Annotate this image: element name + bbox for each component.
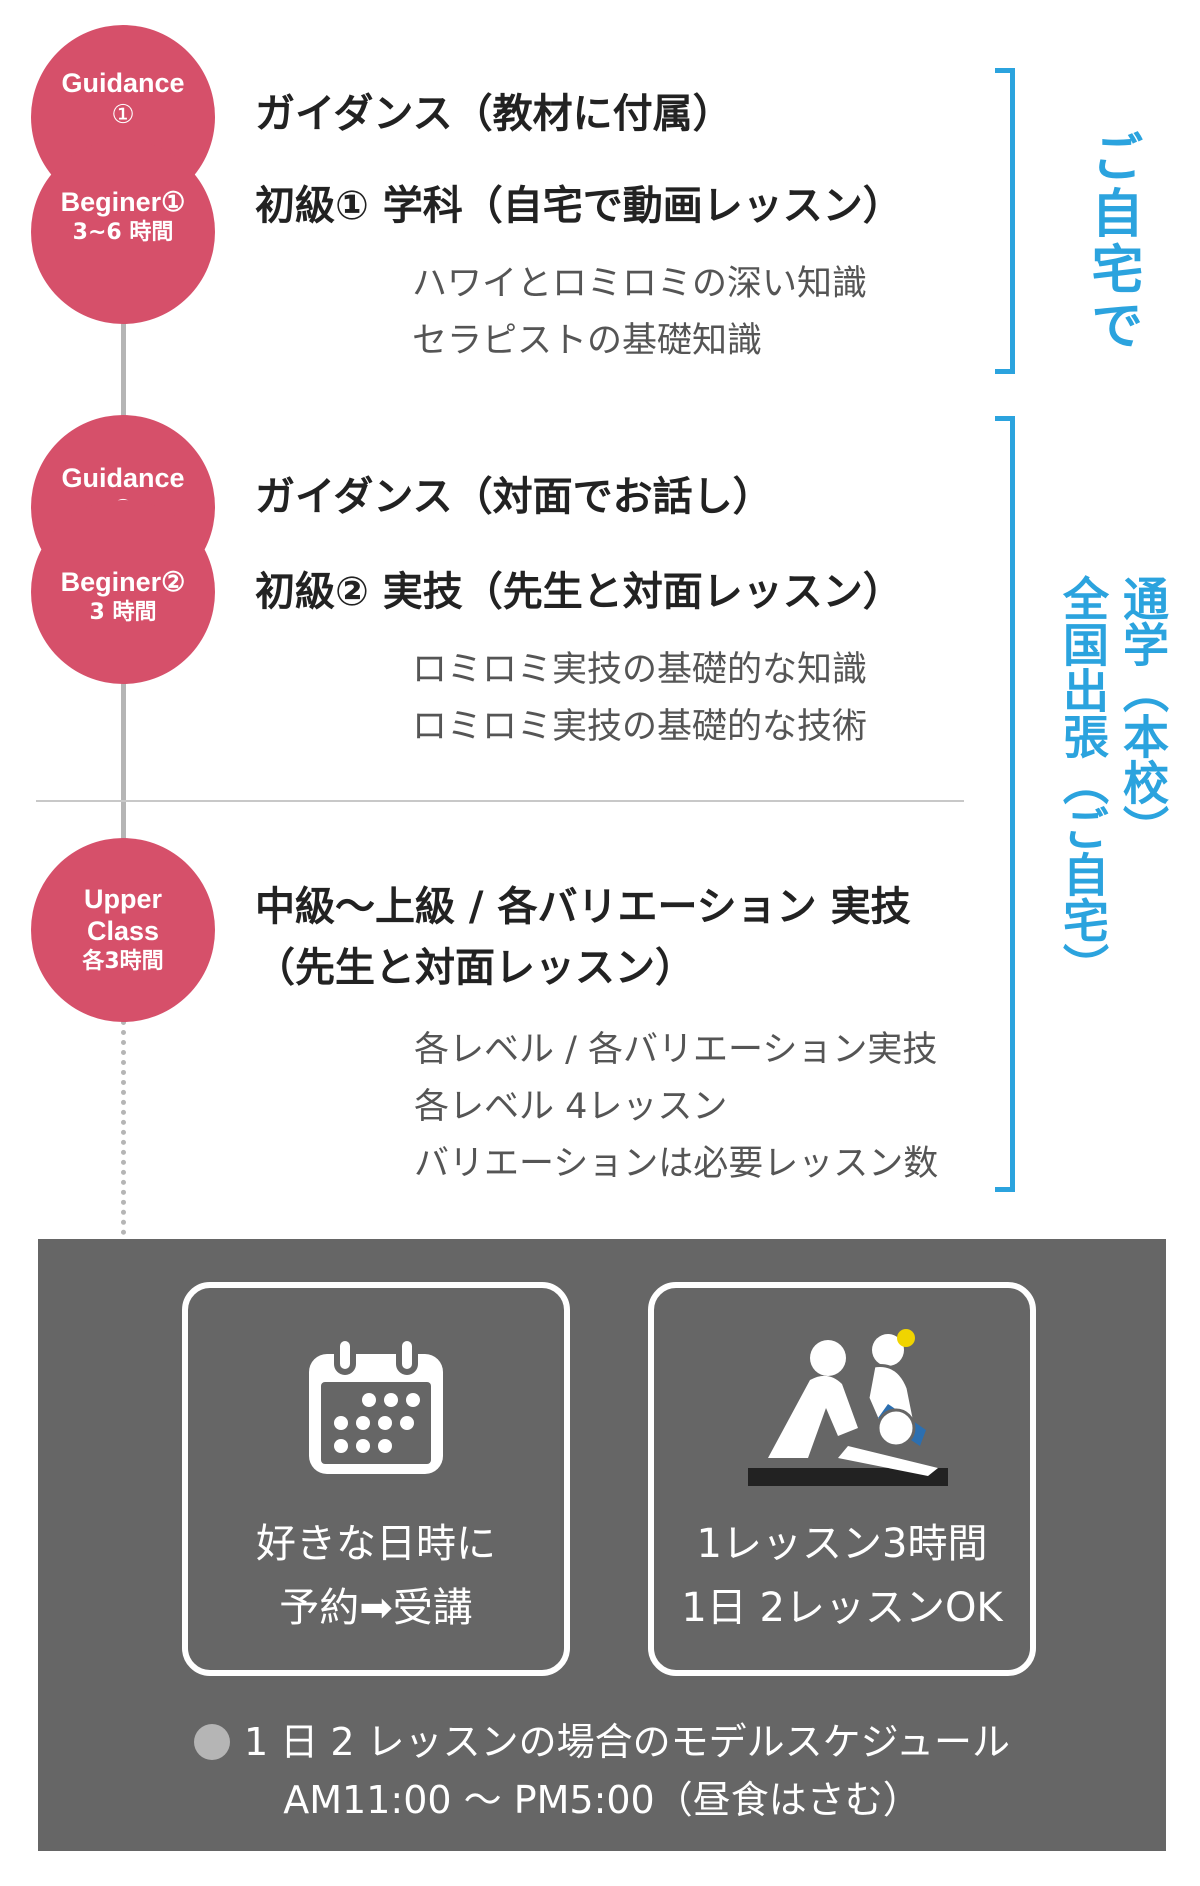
school-bracket — [995, 416, 1015, 1192]
lesson-card: 1レッスン3時間 1日 2レッスンOK — [648, 1282, 1036, 1676]
school-bracket-label-a: 通学（本校） — [1116, 575, 1170, 851]
booking-card: 好きな日時に 予約➡受講 — [182, 1282, 570, 1676]
upper-class-label-2: Class — [86, 916, 160, 946]
stage1-course-heading: 初級① 学科（自宅で動画レッスン） — [255, 183, 903, 229]
schedule-time: AM11:00 〜 PM5:00（昼食はさむ） — [283, 1778, 921, 1822]
massage-icon — [748, 1329, 948, 1486]
stage2-detail-1: ロミロミ実技の基礎的な知識 — [412, 650, 868, 690]
stage1-guidance-heading: ガイダンス（教材に付属） — [255, 91, 733, 137]
schedule-title-text: 1 日 2 レッスンの場合のモデルスケジュール — [244, 1720, 1010, 1764]
timeline-line-1 — [121, 290, 126, 430]
info-panel: 好きな日時に 予約➡受講 1レッスン3時間 1日 2レッスンOK 1 日 2 レ… — [38, 1239, 1166, 1851]
section-divider — [36, 800, 964, 802]
stage3-detail-3: バリエーションは必要レッスン数 — [414, 1144, 939, 1184]
stage2-guidance-heading: ガイダンス（対面でお話し） — [255, 474, 773, 520]
home-bracket — [995, 68, 1015, 374]
lesson-line-2: 1日 2レッスンOK — [681, 1585, 1003, 1631]
stage3-heading-2: （先生と対面レッスン） — [255, 945, 695, 991]
timeline-dotted-line — [121, 1020, 126, 1235]
bullet-dot-icon — [194, 1724, 231, 1760]
guidance-1-number: ① — [111, 100, 135, 130]
beginner-1-hours: 3~6 時間 — [72, 220, 174, 245]
booking-line-1: 好きな日時に — [256, 1521, 496, 1567]
guidance-2-label: Guidance — [61, 463, 185, 493]
upper-class-hours: 各3時間 — [82, 949, 164, 974]
beginner-1-label: Beginer① — [60, 187, 186, 217]
beginner-2-circle: Beginer② 3 時間 — [31, 500, 215, 684]
timeline-line-2 — [121, 680, 126, 840]
stage2-course-heading: 初級② 実技（先生と対面レッスン） — [255, 569, 903, 615]
school-bracket-label-b: 全国出張（ご自宅） — [1056, 575, 1110, 989]
lesson-line-1: 1レッスン3時間 — [696, 1521, 988, 1567]
booking-line-2: 予約➡受講 — [279, 1585, 473, 1631]
stage2-detail-2: ロミロミ実技の基礎的な技術 — [412, 707, 868, 747]
schedule-title: 1 日 2 レッスンの場合のモデルスケジュール — [38, 1711, 1166, 1766]
beginner-1-circle: Beginer① 3~6 時間 — [31, 140, 215, 324]
stage1-detail-2: セラピストの基礎知識 — [412, 321, 763, 361]
beginner-2-label: Beginer② — [60, 567, 186, 597]
calendar-icon — [309, 1335, 443, 1474]
stage3-detail-1: 各レベル / 各バリエーション実技 — [414, 1030, 938, 1070]
upper-class-circle: Upper Class 各3時間 — [31, 838, 215, 1022]
upper-class-label-1: Upper — [83, 884, 162, 914]
guidance-1-label: Guidance — [61, 68, 185, 98]
stage3-heading-1: 中級〜上級 / 各バリエーション 実技 — [255, 884, 911, 930]
stage1-detail-1: ハワイとロミロミの深い知識 — [412, 264, 868, 304]
beginner-2-hours: 3 時間 — [89, 600, 157, 625]
home-bracket-label: ご自宅で — [1082, 130, 1142, 354]
stage3-detail-2: 各レベル 4レッスン — [414, 1087, 728, 1127]
